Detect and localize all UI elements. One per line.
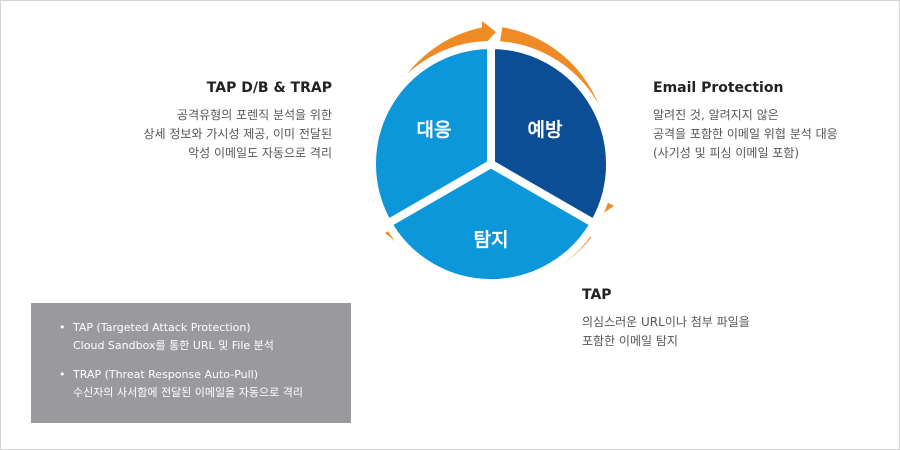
segment-label-detect: 탐지: [474, 229, 509, 251]
legend-item: • TAP (Targeted Attack Protection) Cloud…: [59, 319, 351, 355]
bullet-icon: •: [59, 368, 66, 381]
legend-item-term: TRAP (Threat Response Auto-Pull): [73, 368, 259, 381]
segment-label-prevent: 예방: [528, 119, 563, 141]
block-text-line: 공격유형의 포렌직 분석을 위한: [177, 108, 332, 122]
block-text-line: 악성 이메일도 자동으로 격리: [188, 146, 332, 160]
bullet-icon: •: [59, 321, 66, 334]
block-email-protection: Email Protection 알려진 것, 알려지지 않은 공격을 포함한 …: [653, 80, 883, 163]
legend-box: • TAP (Targeted Attack Protection) Cloud…: [31, 303, 351, 423]
block-title: TAP: [582, 287, 612, 303]
legend-item-term: TAP (Targeted Attack Protection): [73, 321, 251, 334]
block-tap-db-trap: TAP D/B & TRAP 공격유형의 포렌직 분석을 위한 상세 정보와 가…: [60, 80, 333, 163]
block-text-line: (사기성 및 피싱 이메일 포함): [653, 146, 800, 160]
block-title: Email Protection: [653, 80, 784, 96]
block-title: TAP D/B & TRAP: [206, 80, 332, 96]
arrowhead-top-icon: [482, 21, 496, 47]
legend-item-desc: 수신자의 사서함에 전달된 이메일을 자동으로 격리: [73, 386, 304, 399]
legend-item: • TRAP (Threat Response Auto-Pull) 수신자의 …: [59, 366, 351, 402]
segment-detect: [383, 160, 599, 288]
block-text-line: 포함한 이메일 탐지: [582, 334, 678, 348]
block-text-line: 알려진 것, 알려지지 않은: [653, 108, 779, 122]
segment-label-respond: 대응: [417, 119, 452, 141]
cycle-pie: [367, 41, 615, 288]
block-tap: TAP 의심스러운 URL이나 첨부 파일을 포함한 이메일 탐지: [582, 287, 842, 351]
block-text-line: 의심스러운 URL이나 첨부 파일을: [582, 315, 750, 329]
legend-item-desc: Cloud Sandbox를 통한 URL 및 File 분석: [73, 339, 274, 352]
block-text-line: 상세 정보와 가시성 제공, 이미 전달된: [143, 127, 333, 141]
block-text-line: 공격을 포함한 이메일 위협 분석 대응: [653, 127, 838, 141]
